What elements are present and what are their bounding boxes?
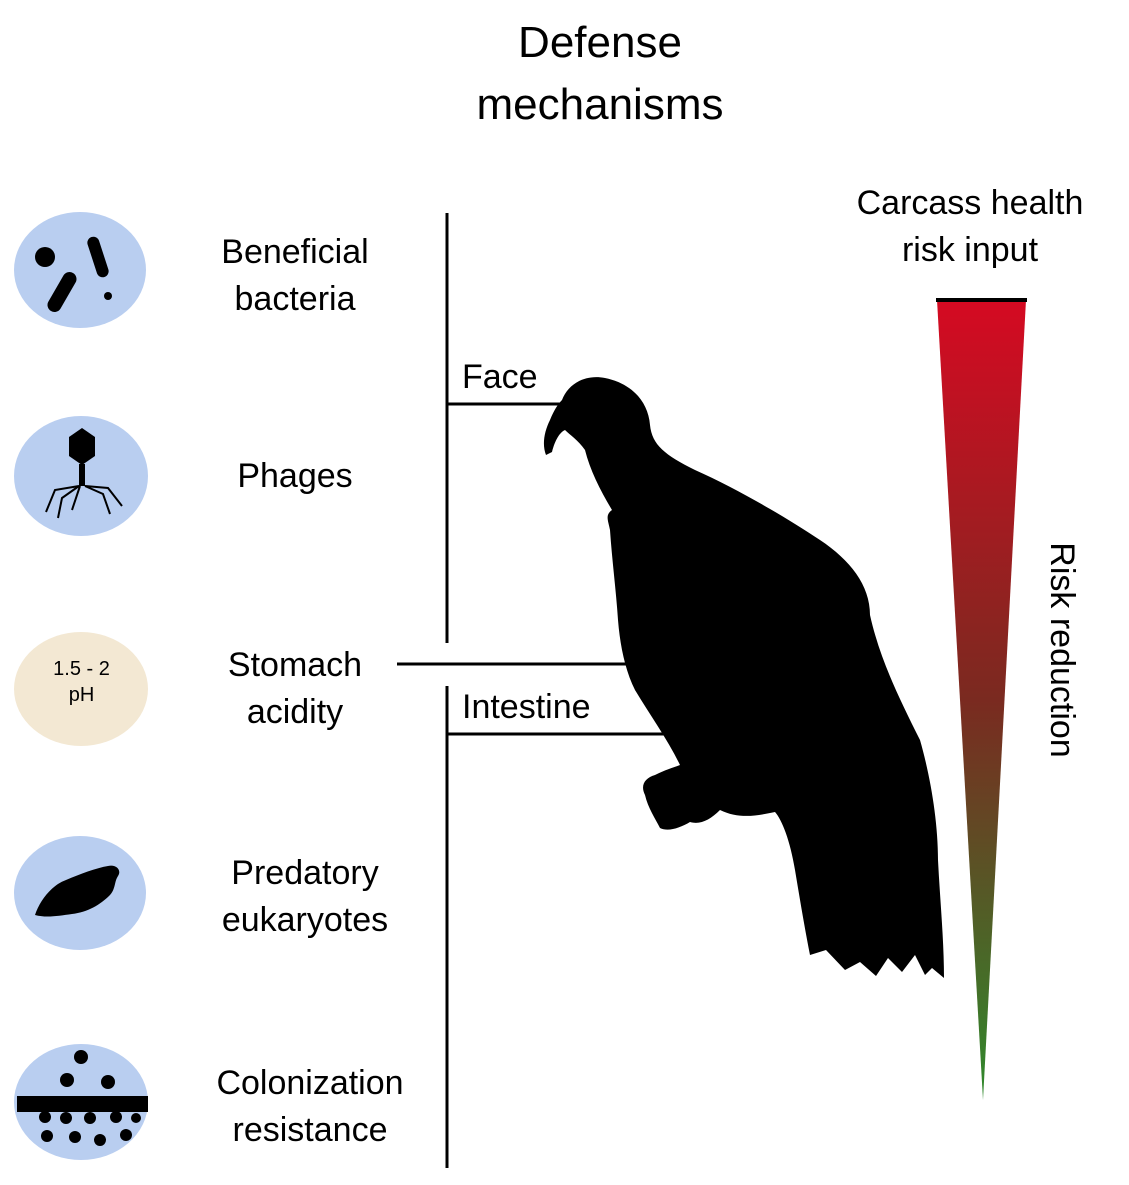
mechanism-line-1: Beneficial <box>221 233 369 271</box>
mechanism-line-2: eukaryotes <box>221 901 389 939</box>
mechanism-line-1: Stomach <box>227 646 363 684</box>
organ-label-face: Face <box>462 358 538 396</box>
phage-icon <box>14 416 148 536</box>
mechanism-line-1: Colonization <box>216 1064 404 1102</box>
ph-badge-text: 1.5 - 2 pH <box>15 656 148 708</box>
risk-reduction-label: Risk reduction <box>1043 542 1081 758</box>
title-line-1: Defense <box>518 18 682 67</box>
diagram-title: Defense mechanisms <box>400 12 800 136</box>
mechanism-line-2: resistance <box>232 1111 388 1149</box>
risk-input-line-2: risk input <box>901 231 1039 269</box>
mechanism-label-predatory-eukaryotes: Predatory eukaryotes <box>180 850 430 944</box>
mechanism-line-2: bacteria <box>234 280 356 318</box>
mechanism-line-2: acidity <box>246 693 344 731</box>
mechanism-label-phages: Phages <box>190 453 400 500</box>
risk-input-line-1: Carcass health <box>856 184 1084 222</box>
vulture-silhouette <box>543 377 944 978</box>
eukaryote-icon <box>14 836 146 950</box>
ph-value: 1.5 - 2 <box>53 658 110 680</box>
colonization-icon <box>14 1044 148 1160</box>
ph-unit: pH <box>68 684 95 706</box>
title-line-2: mechanisms <box>476 80 724 129</box>
ph-icon <box>14 632 148 746</box>
organ-label-intestine: Intestine <box>462 688 591 726</box>
mechanism-label-beneficial-bacteria: Beneficial bacteria <box>190 229 400 323</box>
mechanism-label-colonization-resistance: Colonization resistance <box>170 1060 450 1154</box>
mechanism-label-stomach-acidity: Stomach acidity <box>190 642 400 736</box>
risk-input-label: Carcass health risk input <box>815 180 1125 274</box>
mechanism-line-1: Predatory <box>231 854 379 892</box>
risk-gradient-triangle <box>937 300 1026 1100</box>
mechanism-line-1: Phages <box>237 457 353 495</box>
bacteria-icon <box>14 212 146 328</box>
